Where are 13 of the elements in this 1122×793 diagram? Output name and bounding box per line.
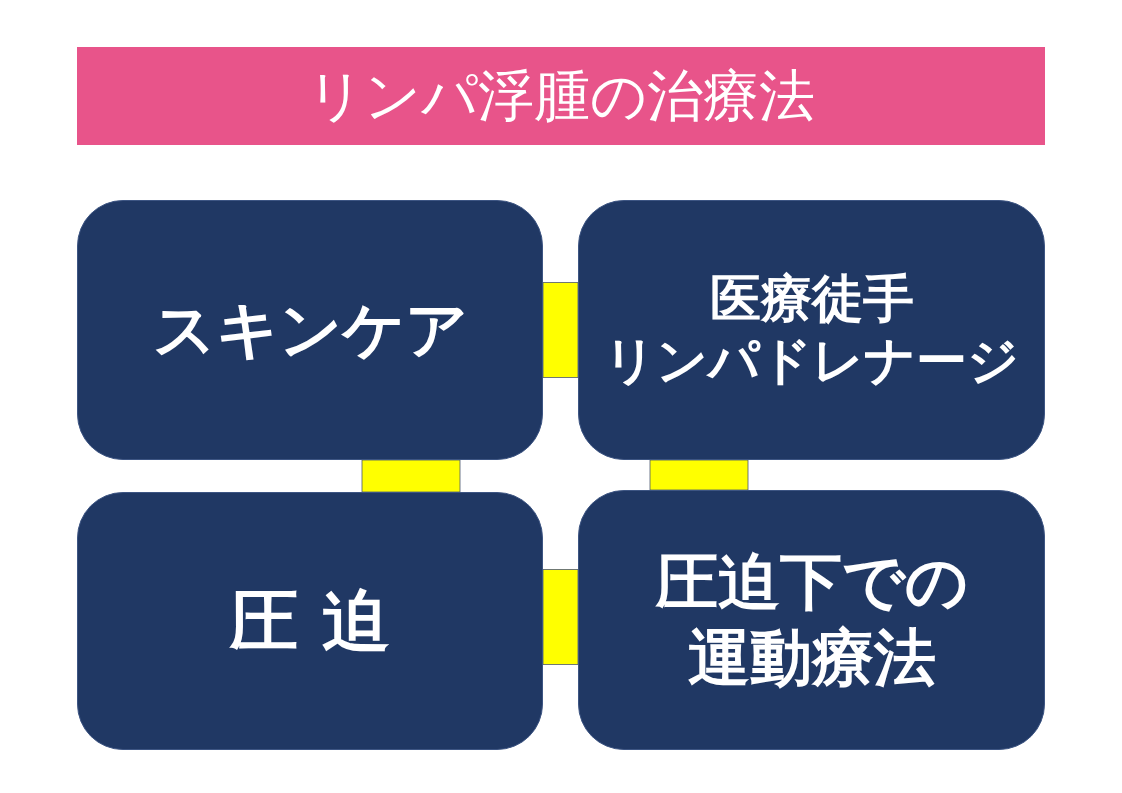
connector-band: [542, 569, 579, 665]
connector-band: [542, 282, 579, 378]
topic-card: [578, 490, 1045, 750]
card-label: 圧 迫: [230, 579, 390, 662]
card-label: 医療徒手リンパドレナージ: [604, 267, 1019, 392]
title-banner: リンパ浮腫の治療法: [77, 47, 1045, 145]
connector-band: [361, 459, 461, 493]
topic-card: [77, 200, 543, 460]
topic-card: [578, 200, 1045, 460]
topic-card: [77, 492, 543, 750]
card-label: スキンケア: [152, 292, 468, 368]
connector-band: [649, 459, 749, 491]
card-label: 圧迫下での運動療法: [655, 544, 968, 696]
